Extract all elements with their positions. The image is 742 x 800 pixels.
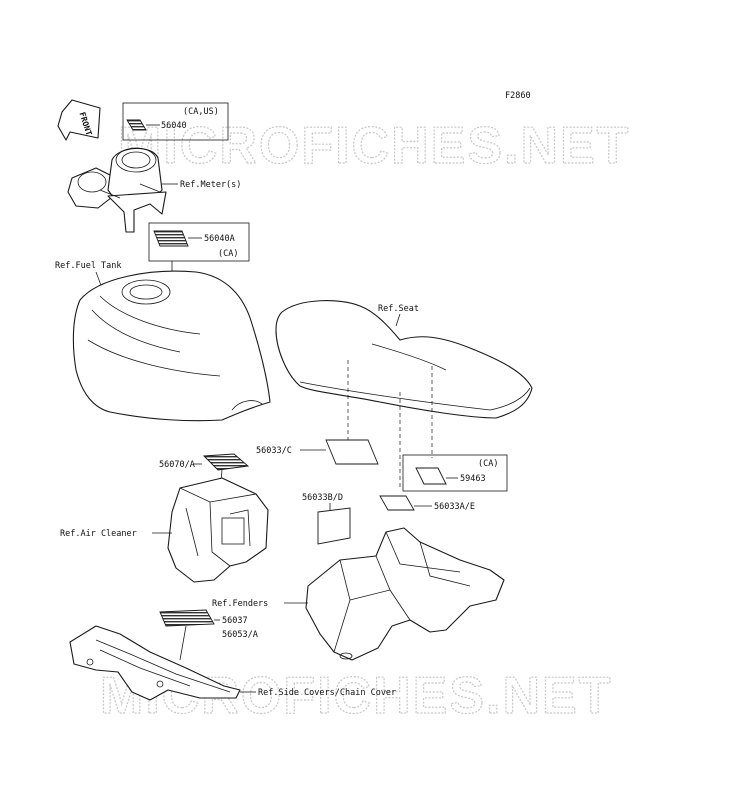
decal-56033AE (379, 495, 415, 511)
label-56033C: 56033/C (256, 446, 292, 456)
label-59463-note: (CA) (478, 459, 498, 469)
label-56053A: 56053/A (222, 630, 258, 640)
watermark-top: MICROFICHES.NET (118, 117, 630, 175)
rear-fender (305, 527, 505, 661)
callout-box-56040 (122, 102, 229, 141)
decal-56033BD (317, 507, 351, 545)
label-56040-note: (CA,US) (183, 107, 219, 117)
front-arrow-icon: FRONT (57, 99, 101, 141)
leader-chain-decal (179, 625, 187, 661)
decal-56070A (202, 453, 250, 471)
meter-cluster (67, 147, 167, 233)
label-56040A: 56040A (204, 234, 235, 244)
label-ref-fuel-tank: Ref.Fuel Tank (55, 261, 122, 271)
label-56033BD: 56033B/D (302, 493, 343, 503)
decal-59463 (415, 467, 447, 485)
label-56040: 56040 (161, 121, 187, 131)
seat (275, 300, 533, 419)
label-56040A-note: (CA) (218, 249, 238, 259)
label-ref-fenders: Ref.Fenders (212, 599, 268, 609)
decal-56037 (159, 609, 215, 627)
label-56033AE: 56033A/E (434, 502, 475, 512)
callout-box-59463 (402, 454, 508, 492)
callout-box-56040A (148, 222, 250, 262)
label-ref-meters: Ref.Meter(s) (180, 180, 241, 190)
decal-56033C (325, 439, 379, 465)
label-59463: 59463 (460, 474, 486, 484)
label-ref-seat: Ref.Seat (378, 304, 419, 314)
label-ref-air-cleaner: Ref.Air Cleaner (60, 529, 137, 539)
label-ref-side-covers: Ref.Side Covers/Chain Cover (258, 688, 396, 698)
decal-56040 (126, 119, 147, 131)
fuel-tank (72, 270, 271, 422)
air-cleaner (167, 477, 269, 583)
label-56037: 56037 (222, 616, 248, 626)
decal-56040A (153, 230, 189, 247)
figure-id: F2860 (505, 91, 531, 101)
leader-seat (395, 313, 401, 327)
chain-cover (69, 625, 241, 701)
label-56070A: 56070/A (159, 460, 195, 470)
